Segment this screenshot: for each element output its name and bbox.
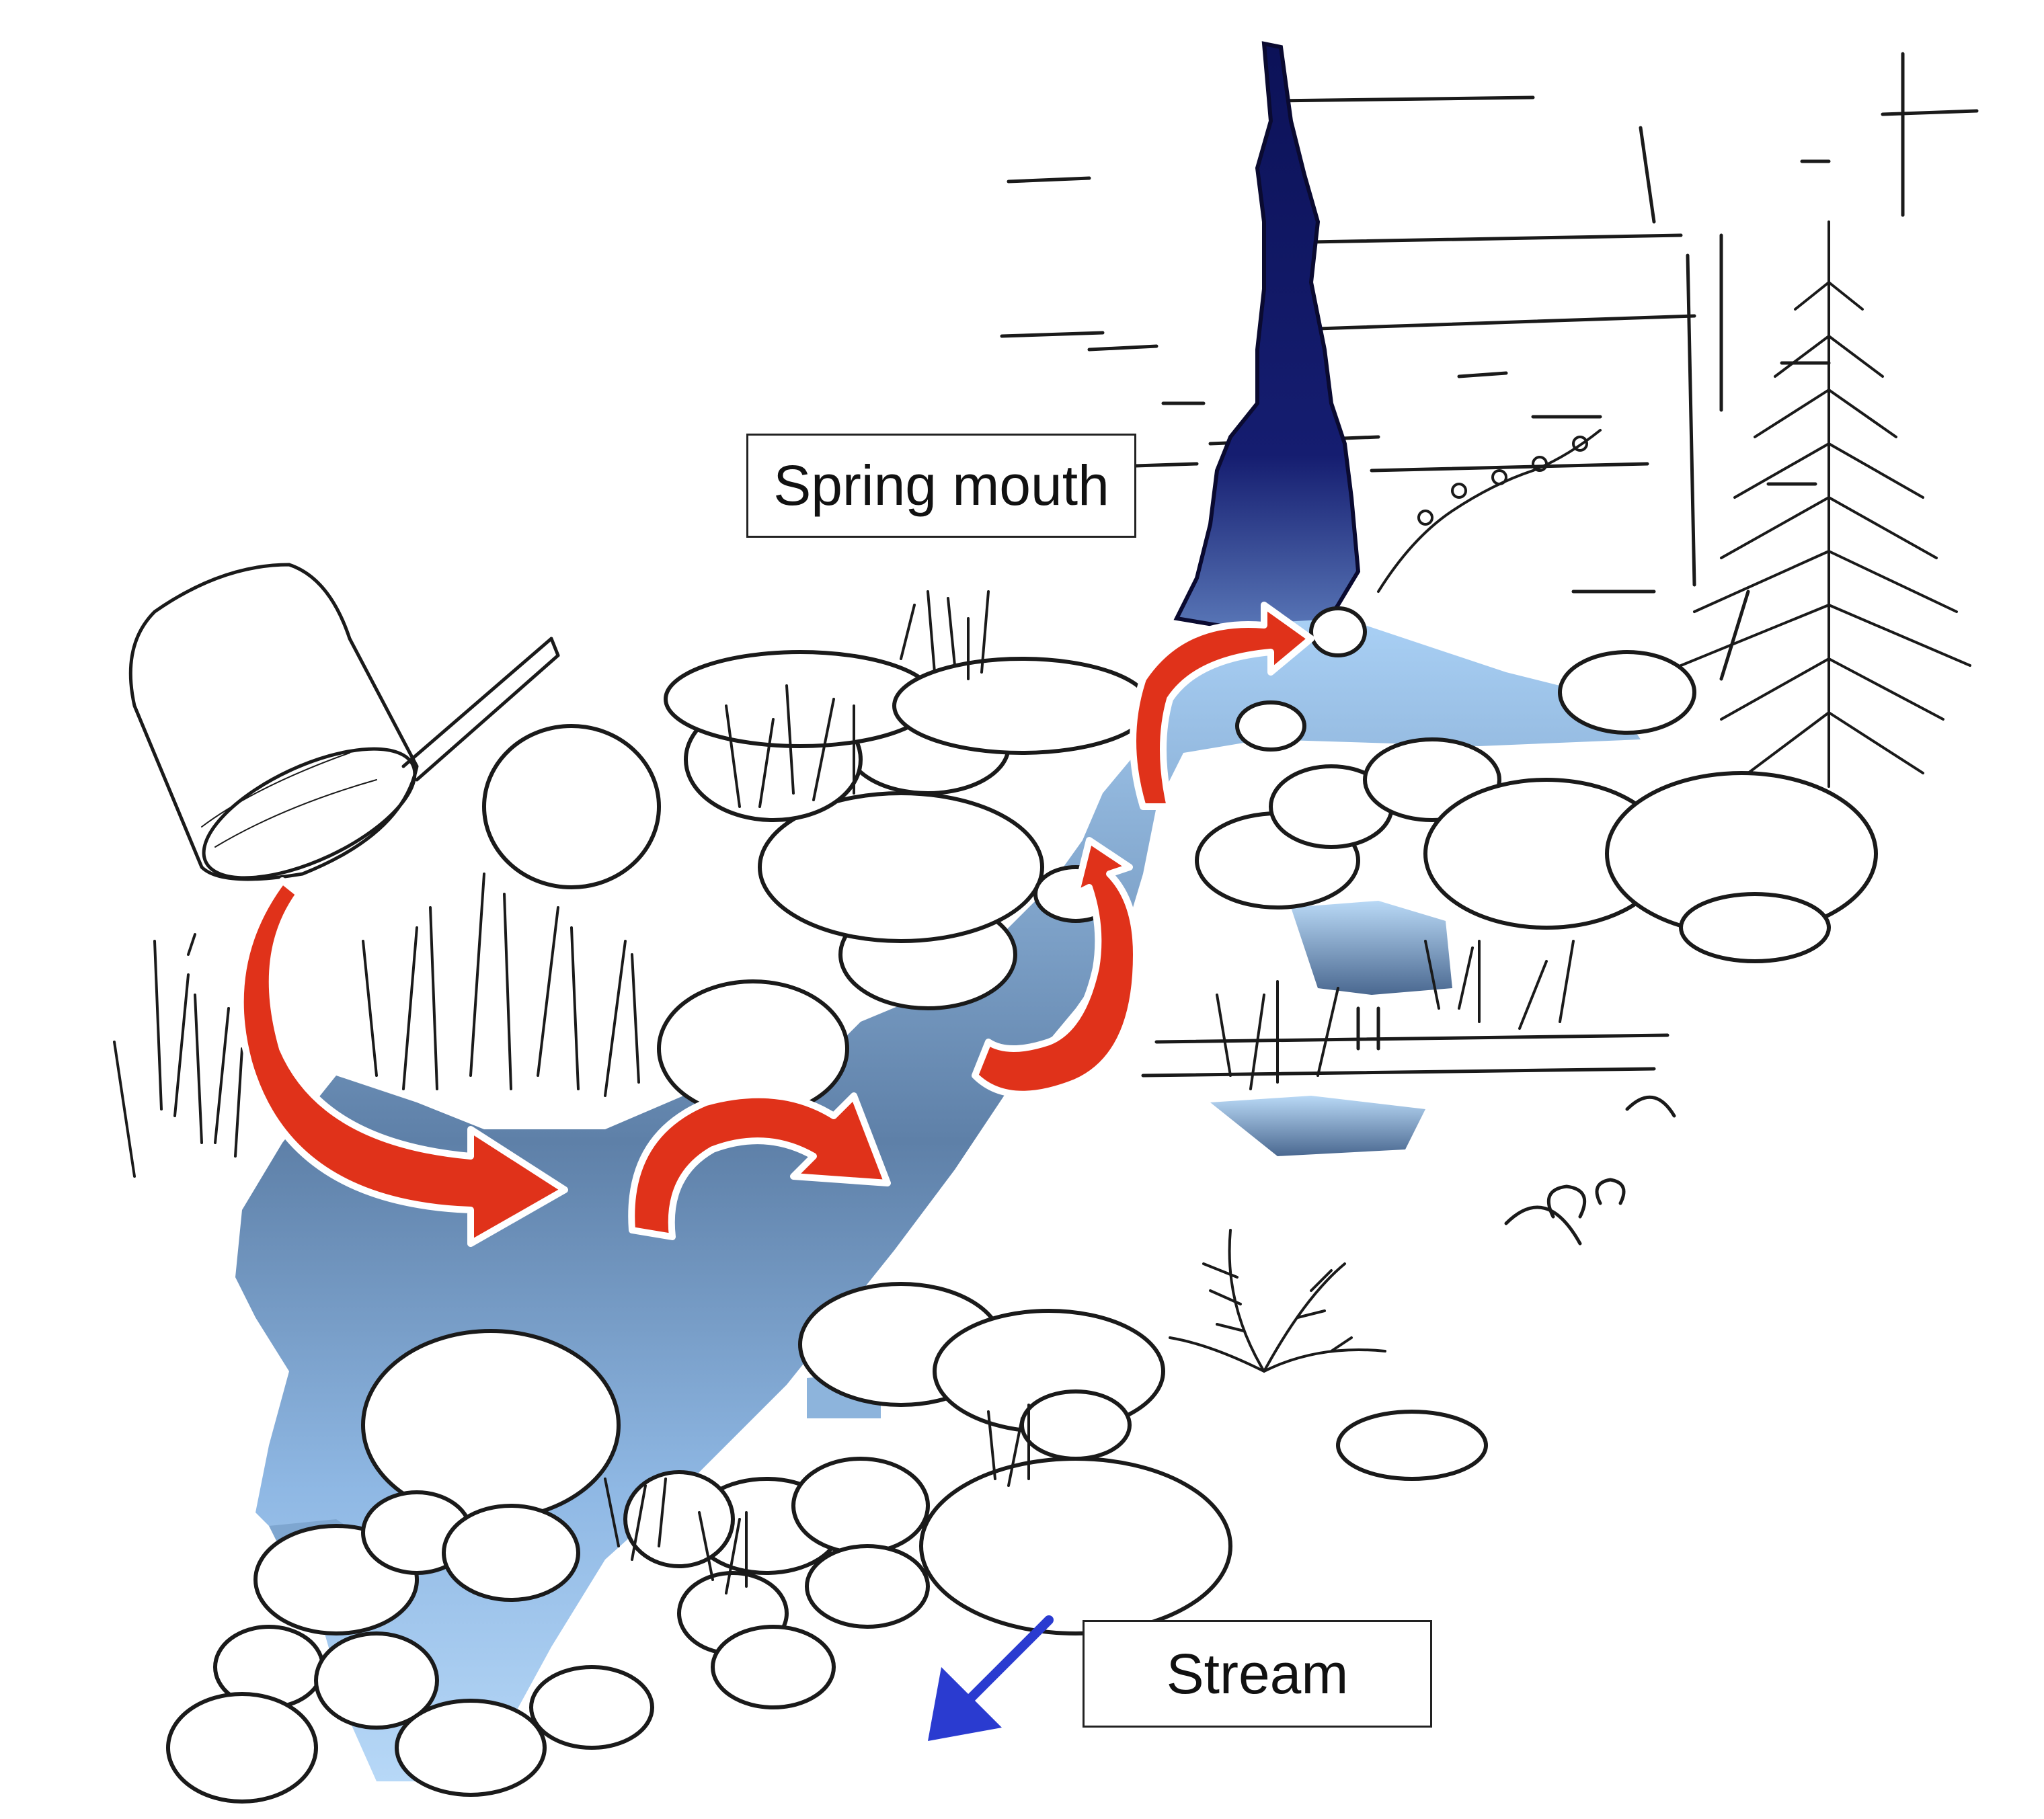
dip-net-icon bbox=[128, 563, 560, 881]
spruce-tree-icon bbox=[1680, 220, 1971, 788]
fallen-log bbox=[1141, 1006, 1676, 1246]
flow-arrow-1 bbox=[237, 877, 568, 1247]
arrow-down-left-icon bbox=[928, 1615, 1054, 1741]
spring-mouth-cave bbox=[1173, 41, 1361, 635]
flow-arrow-4 bbox=[1130, 602, 1314, 810]
spring-mouth-label: Spring mouth bbox=[746, 434, 1136, 538]
flow-arrow-3 bbox=[972, 837, 1140, 1098]
climbing-plant bbox=[1377, 429, 1602, 593]
flow-arrow-2 bbox=[628, 1091, 891, 1240]
boulders bbox=[166, 606, 1878, 1804]
flow-arrows bbox=[237, 602, 1314, 1247]
stream-label: Stream bbox=[1083, 1620, 1432, 1728]
fern-plant bbox=[1169, 1229, 1386, 1373]
rock-wall bbox=[805, 52, 1979, 681]
grass-reeds bbox=[113, 590, 1575, 1594]
